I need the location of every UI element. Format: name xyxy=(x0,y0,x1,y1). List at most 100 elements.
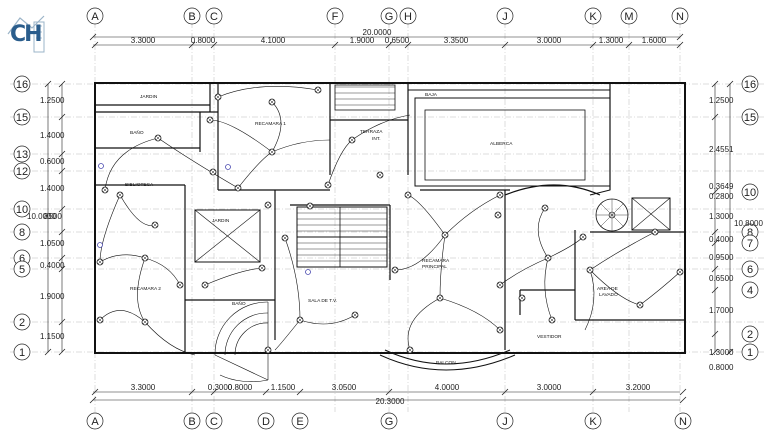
left-total-overlap-dim: 8500 xyxy=(44,212,62,221)
grid-bubble-bottom-D: D xyxy=(257,412,275,430)
upper-stairs xyxy=(334,84,396,111)
svg-text:12: 12 xyxy=(16,166,28,178)
label-terraza-int: INT. xyxy=(372,136,381,142)
light-fixture xyxy=(96,316,104,324)
grid-bubble-left-2: 2 xyxy=(13,313,31,331)
left-dim-7: 1.1500 xyxy=(40,332,65,341)
light-fixtures xyxy=(96,86,684,354)
outlet-symbol xyxy=(305,269,311,275)
top-total-dim: 20.0000 xyxy=(363,28,392,37)
bottom-dim-3: 1.1500 xyxy=(271,383,296,392)
light-fixture xyxy=(214,93,222,101)
grid-bubble-right-15: 15 xyxy=(741,108,759,126)
svg-text:10: 10 xyxy=(744,187,756,199)
svg-text:10: 10 xyxy=(16,204,28,216)
dimension-ticks xyxy=(44,33,734,404)
top-dim-1: 0.8000 xyxy=(191,36,216,45)
grid-bubble-right-4: 4 xyxy=(741,281,759,299)
right-dim-5: 0.4000 xyxy=(709,235,734,244)
light-fixture xyxy=(264,201,272,209)
curved-wall xyxy=(504,184,601,196)
light-fixture xyxy=(234,184,242,192)
grid-bubble-top-F: F xyxy=(326,7,344,25)
grid-bubble-left-1: 1 xyxy=(13,343,31,361)
light-fixture xyxy=(141,318,149,326)
svg-text:2: 2 xyxy=(19,317,25,329)
grid-bubble-left-16: 16 xyxy=(13,75,31,93)
svg-text:1: 1 xyxy=(19,347,25,359)
outlet-symbol xyxy=(225,164,231,170)
left-dim-2: 0.6000 xyxy=(40,157,65,166)
right-dim-1: 2.4551 xyxy=(709,145,734,154)
light-fixture xyxy=(494,211,502,219)
light-fixture xyxy=(548,316,556,324)
grid-bubble-left-5: 5 xyxy=(13,260,31,278)
grid-bubble-top-N: N xyxy=(671,7,689,25)
top-dim-5: 3.3500 xyxy=(444,36,469,45)
light-fixture xyxy=(376,171,384,179)
svg-text:6: 6 xyxy=(19,253,25,265)
svg-text:8: 8 xyxy=(19,227,25,239)
grid-bubble-bottom-A: A xyxy=(86,412,104,430)
light-fixture xyxy=(151,221,159,229)
light-fixture xyxy=(209,168,217,176)
exterior-walls xyxy=(94,82,686,354)
svg-text:B: B xyxy=(188,416,195,428)
svg-text:1: 1 xyxy=(747,347,753,359)
grid-bubble-right-7: 7 xyxy=(741,234,759,252)
label-jardin-top: JARDIN xyxy=(140,94,158,100)
svg-text:4: 4 xyxy=(747,285,753,297)
grid-bubble-top-A: A xyxy=(86,7,104,25)
jardin-box xyxy=(194,209,261,263)
top-dim-0: 3.3000 xyxy=(131,36,156,45)
light-fixture xyxy=(348,136,356,144)
left-dim-4: 1.0500 xyxy=(40,239,65,248)
top-dim-3: 1.9000 xyxy=(350,36,375,45)
light-fixture xyxy=(579,233,587,241)
grid-bubble-top-B: B xyxy=(183,7,201,25)
svg-text:D: D xyxy=(262,416,270,428)
main-stairs xyxy=(296,206,388,268)
bottom-dim-7: 3.2000 xyxy=(626,383,651,392)
light-fixture xyxy=(404,191,412,199)
left-dims: 1.25001.40000.60001.40001.05000.40001.90… xyxy=(40,96,65,341)
alberca-pool xyxy=(408,89,611,196)
left-total-dim: 10.0000 xyxy=(27,212,56,221)
label-jardin-mid: JARDIN xyxy=(212,218,230,224)
label-baja: BAJA xyxy=(425,92,438,98)
building-icon xyxy=(7,15,45,53)
svg-text:G: G xyxy=(385,416,394,428)
light-fixture xyxy=(314,86,322,94)
svg-text:C: C xyxy=(210,416,218,428)
light-fixture xyxy=(264,346,272,354)
svg-text:15: 15 xyxy=(744,112,756,124)
light-fixture xyxy=(406,346,414,354)
grid-bubble-top-J: J xyxy=(496,7,514,25)
svg-text:2: 2 xyxy=(747,329,753,341)
top-dim-6: 3.0000 xyxy=(537,36,562,45)
light-fixture xyxy=(651,228,659,236)
grid-bubble-left-13: 13 xyxy=(13,145,31,163)
left-dim-5: 0.4000 xyxy=(40,261,65,270)
grid-bubble-right-1: 1 xyxy=(741,343,759,361)
svg-text:E: E xyxy=(296,416,303,428)
label-terraza: TERRAZA xyxy=(360,129,383,135)
grid-bubble-right-10: 10 xyxy=(741,183,759,201)
svg-text:N: N xyxy=(679,416,687,428)
grid-bubble-left-15: 15 xyxy=(13,108,31,126)
right-dim-6: 0.9500 xyxy=(709,253,734,262)
svg-text:15: 15 xyxy=(16,112,28,124)
light-fixture xyxy=(586,266,594,274)
svg-text:F: F xyxy=(332,11,339,23)
light-fixture xyxy=(154,134,162,142)
svg-text:C: C xyxy=(210,11,218,23)
label-area-de: AREA DE xyxy=(597,286,618,292)
right-dim-7: 0.6500 xyxy=(709,274,734,283)
top-dim-4: 0.6500 xyxy=(385,36,410,45)
light-fixture xyxy=(268,98,276,106)
electrical-circuits xyxy=(99,85,681,356)
svg-text:N: N xyxy=(676,11,684,23)
